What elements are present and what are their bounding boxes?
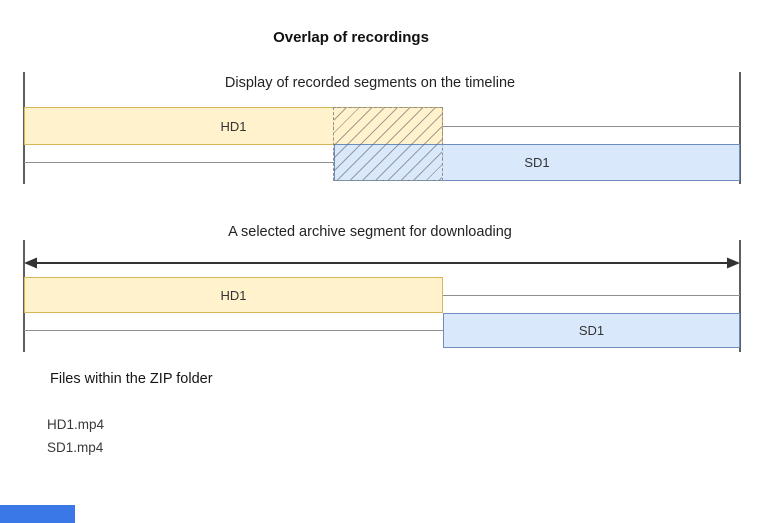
zip-file-item: SD1.mp4 xyxy=(47,440,104,455)
hd1-track-line xyxy=(443,126,740,127)
download-caption: A selected archive segment for downloadi… xyxy=(228,224,512,240)
hd1-segment-label: HD1 xyxy=(220,118,247,134)
hd1-segment-label: HD1 xyxy=(220,287,247,303)
selection-end-boundary-line xyxy=(739,240,741,352)
timeline-caption: Display of recorded segments on the time… xyxy=(224,75,516,91)
sd1-segment-bar: SD1 xyxy=(443,313,740,348)
selection-range-arrow-icon xyxy=(24,257,740,269)
page-title: Overlap of recordings xyxy=(273,29,429,46)
sd1-segment-label: SD1 xyxy=(578,323,605,338)
sd1-track-line xyxy=(24,330,443,331)
hd1-track-line xyxy=(443,295,740,296)
corner-blue-fragment xyxy=(0,505,75,523)
zip-files-heading: Files within the ZIP folder xyxy=(50,371,213,387)
sd1-segment-label: SD1 xyxy=(524,155,550,170)
hd1-segment-bar: HD1 xyxy=(24,277,443,313)
zip-file-item: HD1.mp4 xyxy=(47,417,105,432)
timeline-end-boundary-line xyxy=(739,72,741,184)
sd1-track-line xyxy=(24,162,334,163)
overlap-hatch-region xyxy=(333,107,443,181)
